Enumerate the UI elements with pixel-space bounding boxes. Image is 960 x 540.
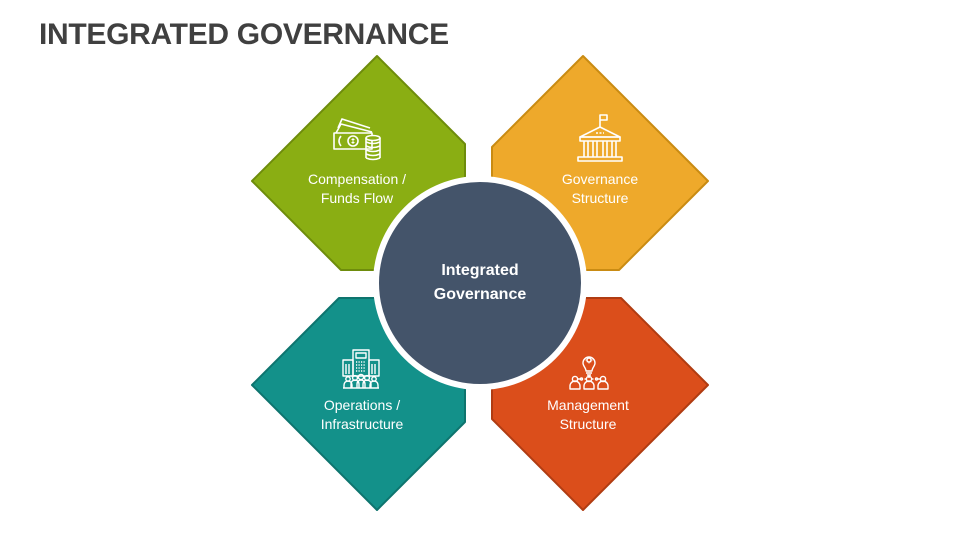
center-circle <box>373 176 587 390</box>
quadrant-label-governance: Governance Structure <box>525 170 675 208</box>
label-line-2: Funds Flow <box>320 190 394 206</box>
government-building-icon <box>577 114 623 162</box>
label-line-1: Operations / <box>323 397 401 413</box>
money-coins-icon <box>333 118 381 161</box>
quadrant-label-compensation: Compensation / Funds Flow <box>282 170 432 208</box>
center-label-line-2: Governance <box>433 286 527 303</box>
label-line-2: Structure <box>559 416 617 432</box>
center-label-line-1: Integrated <box>441 262 519 279</box>
office-building-people-icon <box>342 349 380 389</box>
page-title: INTEGRATED GOVERNANCE <box>39 18 449 51</box>
label-line-2: Structure <box>571 190 629 206</box>
quadrant-label-operations: Operations / Infrastructure <box>287 396 437 434</box>
lightbulb-team-icon <box>569 356 609 390</box>
quadrant-label-management: Management Structure <box>513 396 663 434</box>
label-line-1: Compensation / <box>307 171 407 187</box>
label-line-1: Governance <box>561 171 639 187</box>
label-line-1: Management <box>547 397 629 413</box>
center-label: Integrated Governance <box>400 259 560 307</box>
label-line-2: Infrastructure <box>320 416 404 432</box>
